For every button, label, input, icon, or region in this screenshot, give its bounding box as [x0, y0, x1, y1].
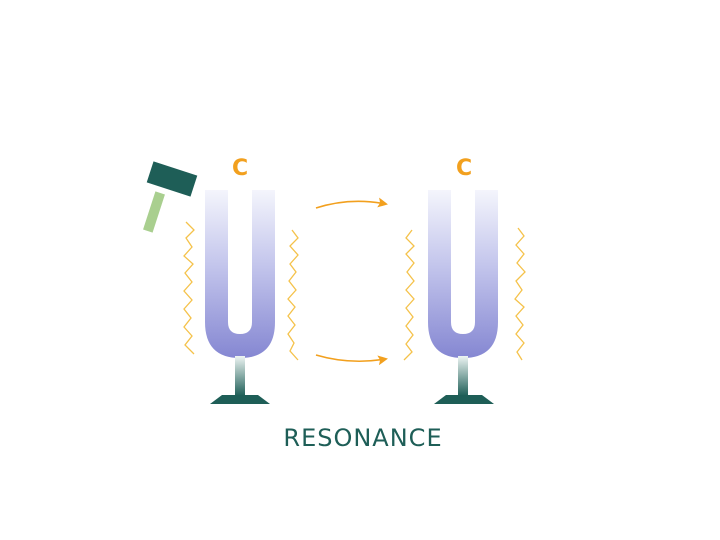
hammer-head — [146, 161, 198, 197]
left-fork-stem — [235, 356, 245, 396]
left-fork-note-label: C — [232, 156, 249, 181]
diagram-title: RESONANCE — [283, 424, 443, 452]
left-tuning-fork-icon — [205, 190, 275, 404]
right-fork-base — [434, 395, 494, 404]
right-fork-inner-vibration — [514, 227, 526, 361]
right-fork-stem — [458, 356, 468, 396]
right-fork-outer-vibration — [403, 229, 415, 361]
diagram-title-wrapper: RESONANCE — [0, 424, 720, 452]
left-fork-inner-vibration — [287, 229, 299, 361]
hammer-handle — [143, 191, 165, 233]
bottom-arrow-icon — [315, 354, 388, 366]
left-fork-prongs — [205, 190, 275, 358]
right-fork-prongs — [428, 190, 498, 358]
hammer-icon — [143, 161, 198, 233]
left-fork-base — [210, 395, 270, 404]
right-fork-note-label: C — [456, 156, 473, 181]
right-tuning-fork-icon — [428, 190, 498, 404]
left-fork-outer-vibration — [183, 221, 195, 355]
top-arrow-icon — [315, 197, 388, 209]
